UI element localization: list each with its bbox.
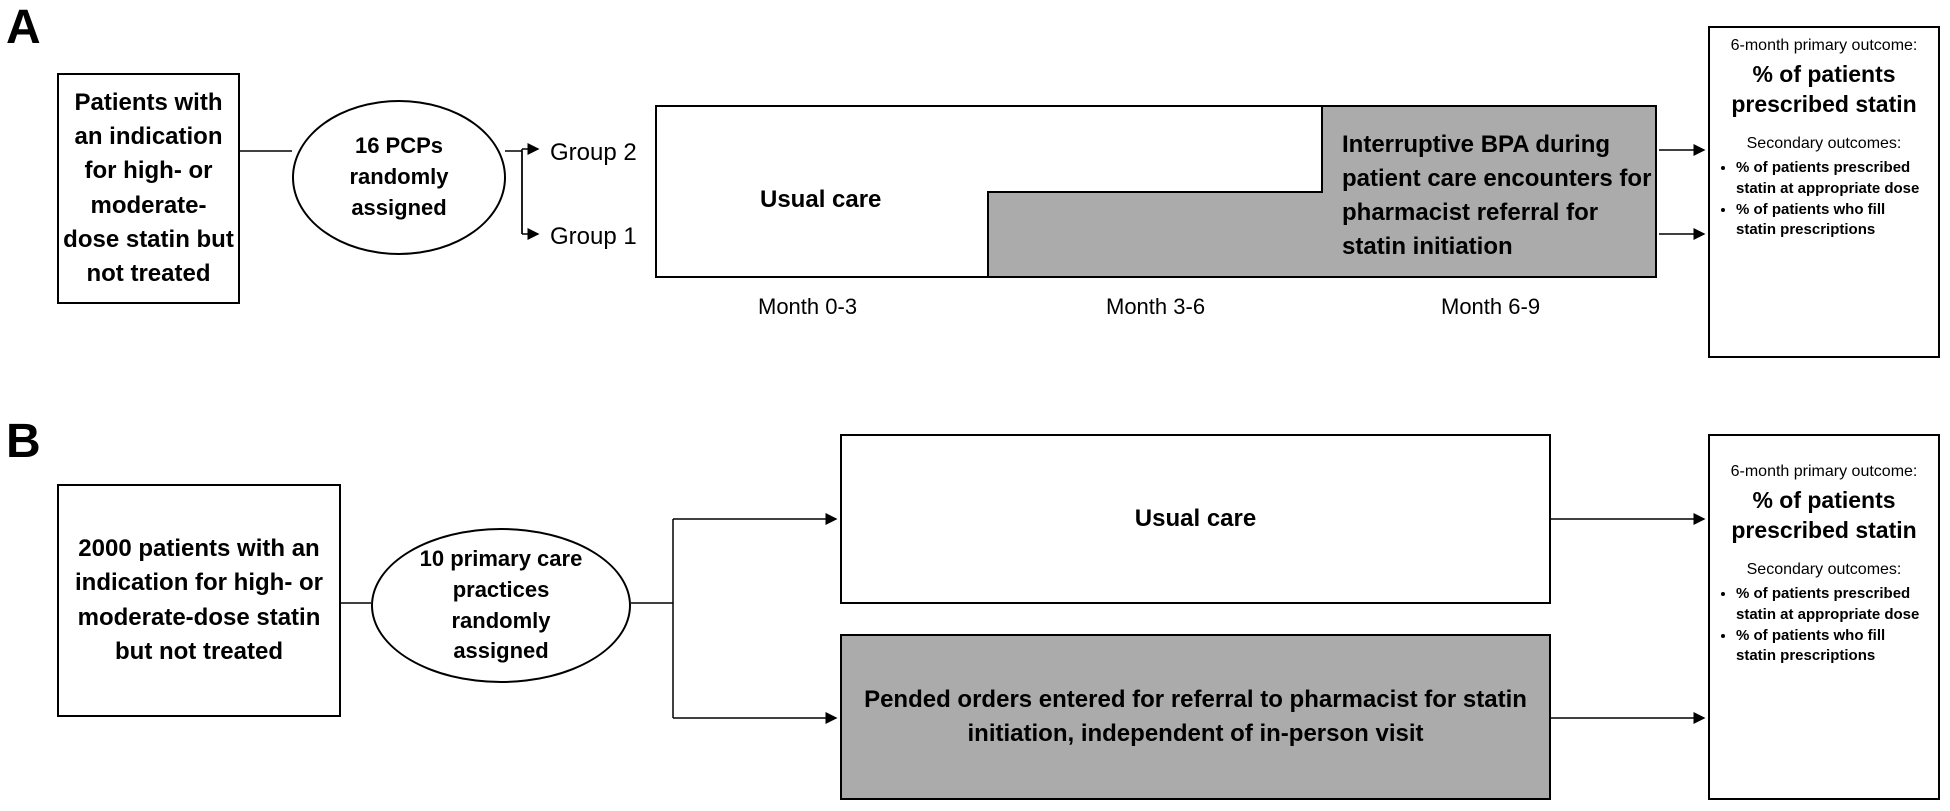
panel-b-primary-label: 6-month primary outcome: — [1730, 463, 1918, 480]
panel-b-intervention-box: Pended orders entered for referral to ph… — [840, 634, 1551, 800]
panel-b-secondary-label: Secondary outcomes: — [1746, 560, 1902, 578]
panel-b-secondary-item: % of patients who fill statin prescripti… — [1736, 626, 1928, 667]
panel-b-usual-care-text: Usual care — [1134, 504, 1257, 532]
group1-label: Group 1 — [550, 223, 637, 250]
month-label-3-6: Month 3-6 — [1106, 294, 1206, 319]
panel-a-secondary-item: % of patients who fill statin prescripti… — [1736, 200, 1928, 241]
panel-b-primary-value: % of patients prescribed statin — [1731, 486, 1917, 543]
panel-b-intervention-text: Pended orders entered for referral to ph… — [864, 685, 1527, 747]
panel-b-usual-care-box: Usual care — [840, 434, 1551, 604]
panel-a-population-box: Patients with an indication for high- or… — [57, 73, 240, 304]
panel-a-secondary-list: % of patients prescribed statin at appro… — [1720, 158, 1928, 241]
panel-a-population-text: Patients with an indication for high- or… — [63, 89, 234, 287]
panel-a-randomization-text: 16 PCPs randomly assigned — [349, 133, 449, 220]
panel-b-population-text: 2000 patients with an indication for hig… — [75, 535, 323, 665]
month-label-0-3: Month 0-3 — [758, 294, 858, 319]
panel-a-secondary-label: Secondary outcomes: — [1746, 134, 1902, 152]
panel-a-randomization-oval: 16 PCPs randomly assigned — [292, 100, 506, 255]
panel-a-intervention: Interruptive BPA during patient care enc… — [1342, 131, 1652, 261]
panel-b-letter: B — [6, 415, 41, 468]
panel-b-population-box: 2000 patients with an indication for hig… — [57, 484, 341, 717]
panel-a-secondary-item: % of patients prescribed statin at appro… — [1736, 158, 1928, 199]
panel-b-secondary-item: % of patients prescribed statin at appro… — [1736, 584, 1928, 625]
panel-a-letter: A — [6, 1, 41, 54]
panel-b-secondary-list: % of patients prescribed statin at appro… — [1720, 584, 1928, 667]
panel-a-primary-value: % of patients prescribed statin — [1731, 60, 1917, 117]
panel-a-primary-label: 6-month primary outcome: — [1730, 37, 1918, 54]
month-label-6-9: Month 6-9 — [1441, 294, 1541, 319]
panel-b-outcomes-box: 6-month primary outcome: % of patients p… — [1708, 434, 1940, 800]
panel-a-usual-care: Usual care — [760, 186, 882, 213]
panel-b-randomization-text: 10 primary care practices randomly assig… — [419, 545, 583, 664]
panel-b-randomization-oval: 10 primary care practices randomly assig… — [371, 528, 631, 683]
panel-a-outcomes-box: 6-month primary outcome: % of patients p… — [1708, 26, 1940, 358]
group2-label: Group 2 — [550, 139, 637, 166]
